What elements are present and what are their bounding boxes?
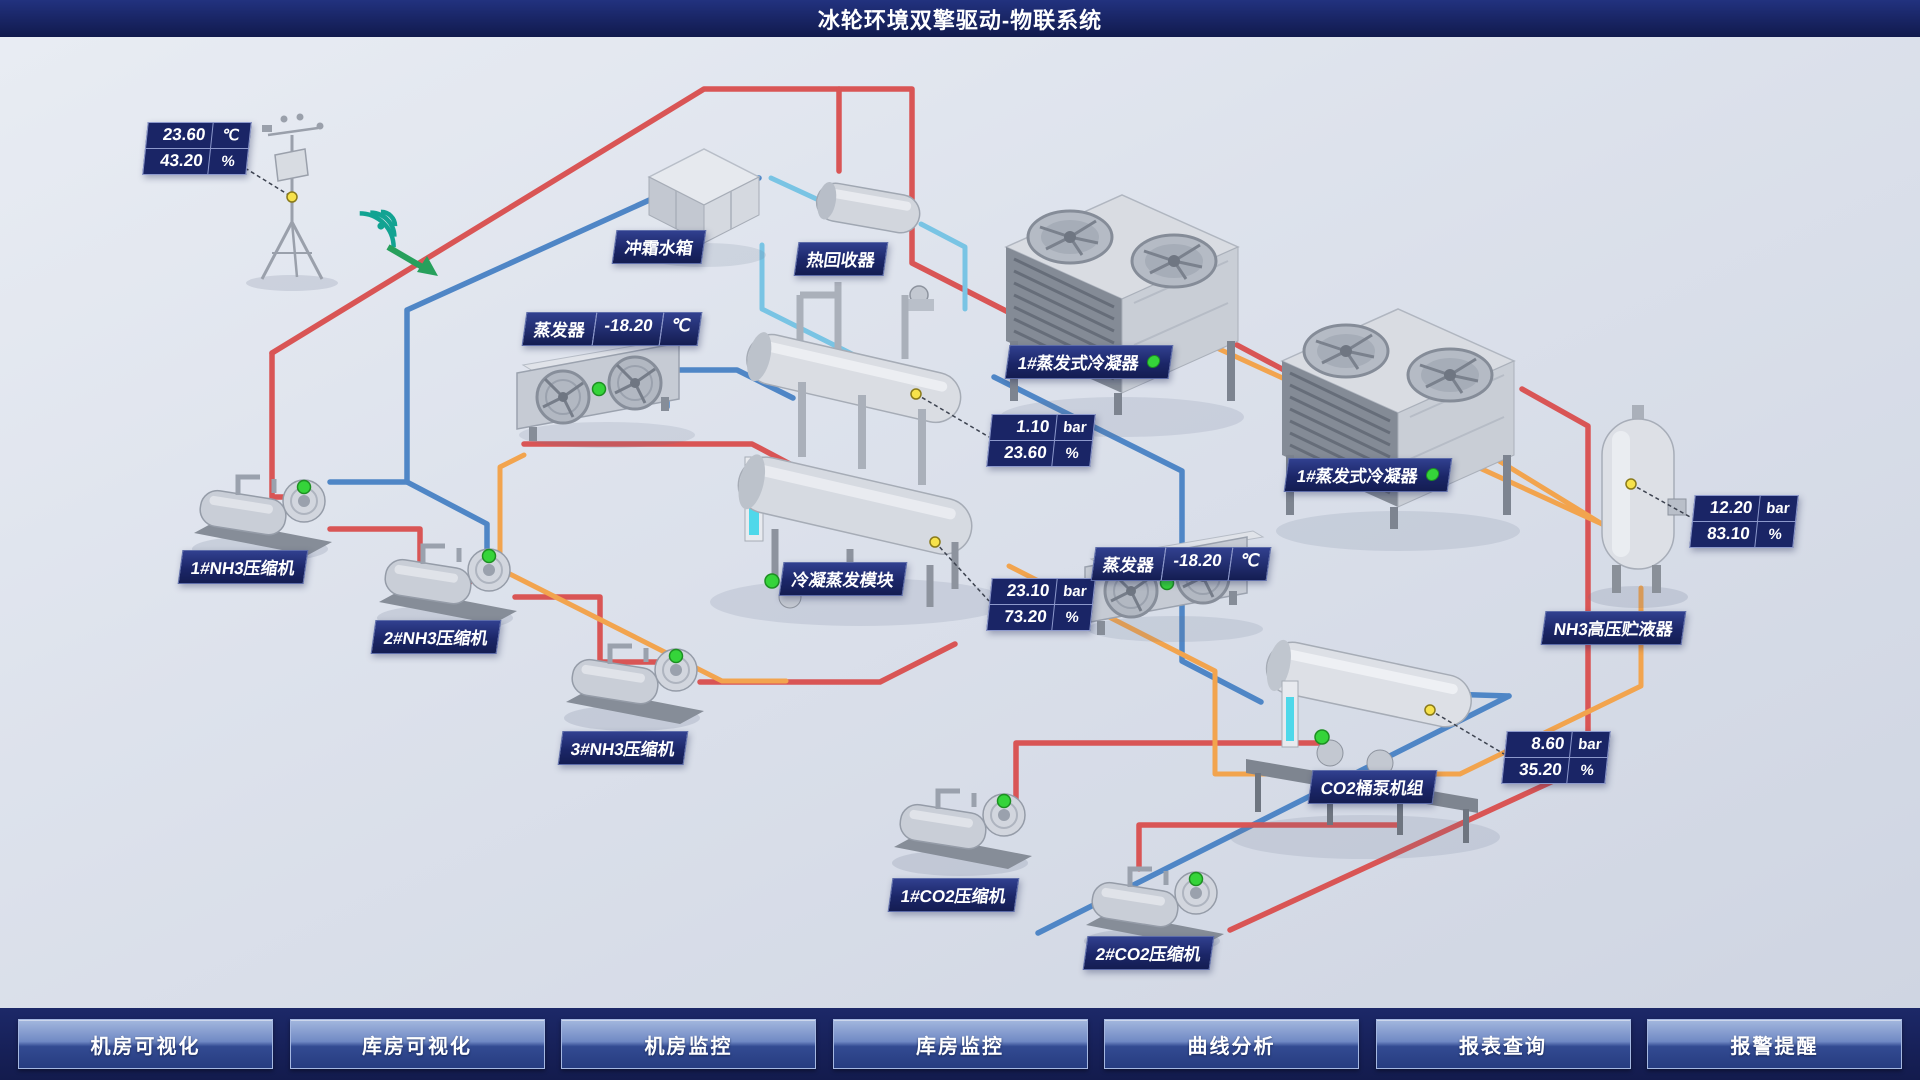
label-defrost-tank: 冲霜水箱	[611, 230, 707, 264]
label-co2-pump-unit: CO2桶泵机组	[1307, 770, 1438, 804]
label-text: 3#NH3压缩机	[569, 740, 677, 759]
level-unit: %	[1051, 605, 1092, 630]
nav-alarm-reminder[interactable]: 报警提醒	[1647, 1019, 1902, 1069]
pressure-value: 8.60	[1530, 734, 1566, 753]
pressure-unit: bar	[1569, 732, 1610, 757]
pressure-value: 12.20	[1708, 498, 1754, 517]
weather-temp-unit: ℃	[210, 123, 251, 148]
label-text: 1#蒸发式冷凝器	[1016, 354, 1141, 373]
level-value: 23.60	[1003, 443, 1048, 462]
pipes-water-cyan	[759, 175, 968, 361]
label-co2-compressor-1: 1#CO2压缩机	[887, 878, 1020, 912]
label-co2-compressor-2: 2#CO2压缩机	[1082, 936, 1215, 970]
evaporator-left	[515, 335, 697, 450]
nav-warehouse-monitoring[interactable]: 库房监控	[832, 1019, 1088, 1069]
label-module: 冷凝蒸发模块	[778, 562, 908, 596]
label-text: NH3高压贮液器	[1552, 620, 1675, 639]
nav-report-query[interactable]: 报表查询	[1375, 1019, 1631, 1069]
label-text: CO2桶泵机组	[1319, 779, 1426, 798]
nav-curve-analysis[interactable]: 曲线分析	[1104, 1019, 1359, 1069]
label-text: 蒸发器	[521, 312, 598, 346]
heat-recovery-unit	[815, 181, 934, 311]
wireless-signal-icon	[359, 209, 398, 248]
level-value: 83.10	[1706, 524, 1751, 543]
bottom-nav: 机房可视化 库房可视化 机房监控 库房监控 曲线分析 报表查询 报警提醒	[0, 1008, 1920, 1080]
sensor-dots	[286, 191, 1637, 716]
label-text: 1#NH3压缩机	[189, 559, 297, 578]
label-nh3-receiver: NH3高压贮液器	[1540, 611, 1687, 645]
label-text: 冷凝蒸发模块	[790, 571, 896, 590]
co2-compressor-1	[892, 791, 1032, 876]
label-evaporator-right: 蒸发器 -18.20 ℃	[1090, 547, 1272, 581]
nav-warehouse-visualization[interactable]: 库房可视化	[289, 1019, 545, 1069]
weather-station	[246, 113, 338, 291]
nav-machine-room-monitoring[interactable]: 机房监控	[561, 1019, 816, 1069]
pressure-value: 1.10	[1015, 417, 1051, 436]
status-dot	[1146, 355, 1161, 368]
label-condenser-2: 1#蒸发式冷凝器	[1283, 458, 1453, 492]
co2-pump-unit	[1230, 639, 1500, 859]
temp-unit: ℃	[658, 312, 703, 346]
pressure-unit: bar	[1054, 579, 1095, 604]
weather-reading: 23.60℃ 43.20%	[142, 122, 252, 175]
label-text: 1#CO2压缩机	[899, 887, 1007, 906]
pressure-value: 23.10	[1005, 581, 1051, 600]
label-evaporator-left: 蒸发器 -18.20 ℃	[521, 312, 703, 346]
temp-unit: ℃	[1227, 547, 1272, 581]
status-dot	[1425, 468, 1440, 481]
pressure-unit: bar	[1054, 415, 1095, 440]
nav-machine-room-visualization[interactable]: 机房可视化	[18, 1019, 273, 1069]
app-title: 冰轮环境双擎驱动-物联系统	[817, 7, 1103, 33]
label-nh3-compressor-2: 2#NH3压缩机	[370, 620, 502, 654]
app-header: 冰轮环境双擎驱动-物联系统	[0, 0, 1920, 37]
level-unit: %	[1754, 522, 1795, 547]
label-text: 1#蒸发式冷凝器	[1295, 467, 1420, 486]
level-unit: %	[1566, 758, 1607, 783]
temp-value: -18.20	[591, 312, 665, 346]
label-condenser-1: 1#蒸发式冷凝器	[1004, 345, 1174, 379]
label-nh3-compressor-3: 3#NH3压缩机	[557, 731, 689, 765]
evaporative-condenser-2	[1274, 307, 1522, 553]
level-unit: %	[1051, 441, 1092, 466]
weather-humidity-unit: %	[207, 149, 248, 174]
label-heat-recovery: 热回收器	[793, 242, 889, 276]
level-value: 35.20	[1518, 760, 1563, 779]
condensation-evaporation-module	[710, 282, 1010, 626]
weather-humidity-value: 43.20	[159, 151, 204, 170]
label-text: 蒸发器	[1090, 547, 1167, 581]
nh3-compressor-2	[377, 546, 517, 631]
level-value: 73.20	[1003, 607, 1048, 626]
label-text: 热回收器	[805, 251, 877, 270]
label-text: 冲霜水箱	[623, 239, 695, 258]
pressure-unit: bar	[1757, 496, 1798, 521]
plant-scene	[0, 86, 1693, 1008]
label-nh3-compressor-1: 1#NH3压缩机	[177, 550, 309, 584]
label-text: 2#CO2压缩机	[1094, 945, 1202, 964]
nh3-compressor-3	[564, 646, 704, 731]
temp-value: -18.20	[1160, 547, 1234, 581]
signal-arrow-icon	[386, 244, 438, 276]
sensor-leaders	[244, 167, 1693, 755]
label-text: 2#NH3压缩机	[382, 629, 490, 648]
nh3-high-pressure-receiver	[1588, 405, 1688, 608]
weather-temp-value: 23.60	[161, 125, 207, 144]
